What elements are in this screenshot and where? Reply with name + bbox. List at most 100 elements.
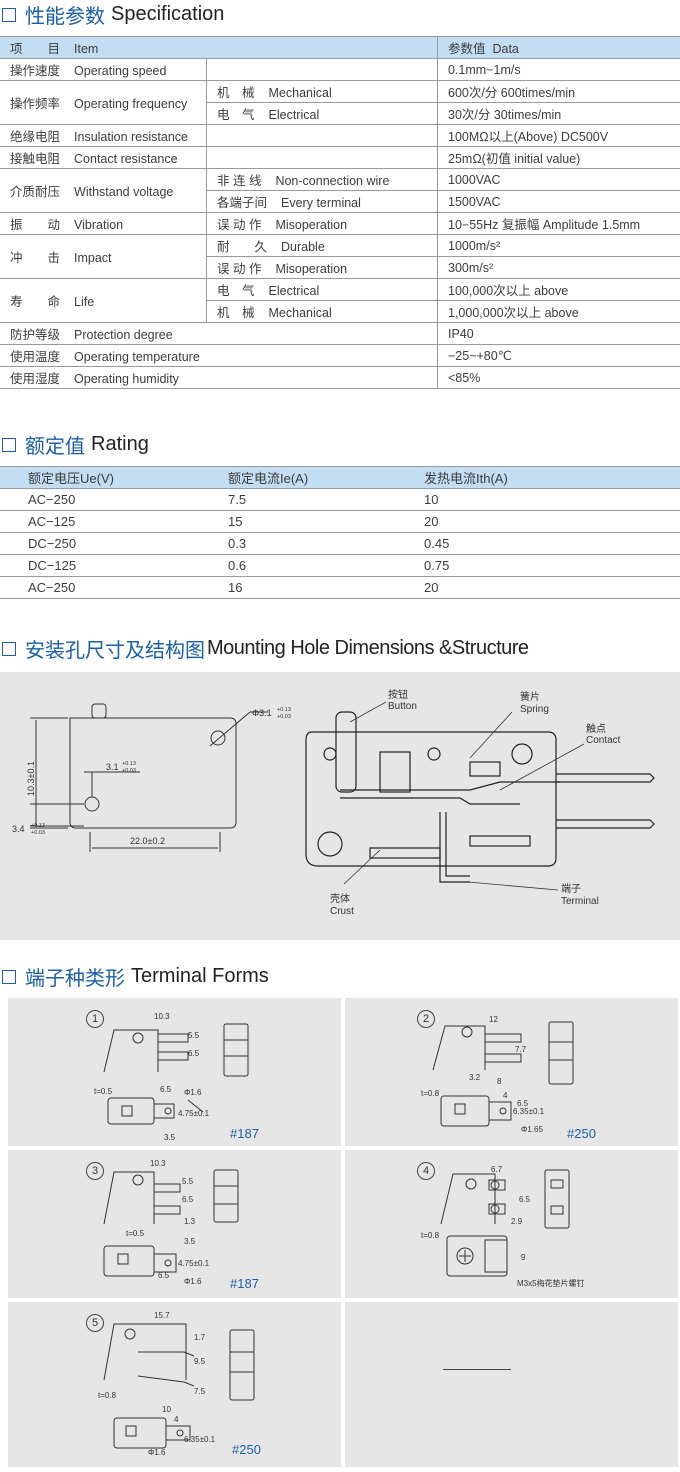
- rating-cell: 15: [200, 511, 396, 533]
- rating-cell: 0.45: [396, 533, 680, 555]
- dim: t=0.8: [98, 1391, 117, 1400]
- terminal-form-1: 1 10.3 5.5 6.5 t=0.5 6.5 Φ1.6 4.75±0.1 3…: [8, 998, 341, 1146]
- mounting-drawing: Φ3.1 +0.13 +0.03 3.1 +0.13 +0.03 3.4 +0.…: [0, 672, 680, 940]
- row-label-en: Protection degree: [74, 328, 173, 342]
- terminal-form-2: 2 12 7.7 t=0.8 3.2 8 4 6.5 6.35±0.1 Φ1.6…: [345, 998, 678, 1146]
- mounting-section-title: 安装孔尺寸及结构图 Mounting Hole Dimensions &Stru…: [2, 634, 529, 663]
- header-item-cn: 项 目: [10, 42, 60, 56]
- row-sub-cn: 机 械: [217, 86, 255, 100]
- label-terminal-en: Terminal: [561, 896, 599, 907]
- dim: 10: [162, 1405, 171, 1414]
- form-number: 1: [86, 1010, 104, 1028]
- terminal-title-en: Terminal Forms: [131, 965, 269, 988]
- dim: 4.75±0.1: [178, 1109, 210, 1118]
- screw-note: M3x5梅花垫片螺钉: [517, 1278, 585, 1288]
- form-drawing: 10.3 5.5 6.5 t=0.5 6.5 Φ1.6 4.75±0.1 3.5: [8, 998, 341, 1146]
- rating-title-cn: 额定值: [25, 430, 85, 459]
- row-sub-cn: 误 动 作: [217, 218, 261, 232]
- dim: Φ1.6: [184, 1088, 202, 1097]
- row-label-cn: 操作速度: [10, 64, 60, 78]
- row-value: 30次/分 30times/min: [438, 103, 680, 125]
- row-value: <85%: [438, 367, 680, 389]
- row-label-en: Withstand voltage: [74, 185, 173, 199]
- dim: 4: [174, 1415, 179, 1424]
- rating-cell: 10: [396, 489, 680, 511]
- dim: t=0.5: [94, 1087, 113, 1096]
- row-value: 1,000,000次以上 above: [438, 301, 680, 323]
- dim: 3.5: [184, 1237, 196, 1246]
- dim: 3.5: [164, 1133, 176, 1142]
- dim-hole-h: 3.1: [106, 762, 119, 772]
- dim: 15.7: [154, 1311, 170, 1320]
- row-label-en: Vibration: [74, 218, 123, 232]
- dim: 10.3: [150, 1159, 166, 1168]
- form-number: 3: [86, 1162, 104, 1180]
- dim: 9: [521, 1253, 526, 1262]
- rating-cell: AC−125: [0, 511, 200, 533]
- label-crust-en: Crust: [330, 906, 354, 917]
- dim: 6.7: [491, 1165, 503, 1174]
- label-terminal-cn: 端子: [561, 882, 581, 895]
- row-value: 100,000次以上 above: [438, 279, 680, 301]
- row-sub-cn: 误 动 作: [217, 262, 261, 276]
- dim: Φ1.6: [148, 1448, 166, 1457]
- row-value: 10−55Hz 复振幅 Amplitude 1.5mm: [438, 213, 680, 235]
- header-item-en: Item: [74, 42, 98, 56]
- dim-hole-v: 3.4: [12, 824, 25, 834]
- dim-height: 10.3±0.1: [26, 761, 36, 796]
- dim: 1.3: [184, 1217, 196, 1226]
- terminal-tag: #250: [232, 1442, 261, 1457]
- row-label-en: Operating temperature: [74, 350, 200, 364]
- row-label-cn: 操作频率: [10, 97, 60, 111]
- dim: 6.5: [182, 1195, 194, 1204]
- dim: 8: [497, 1077, 502, 1086]
- spec-title-cn: 性能参数: [25, 0, 105, 29]
- terminal-tag: #187: [230, 1126, 259, 1141]
- row-sub-cn: 耐 久: [217, 240, 267, 254]
- form-number: 2: [417, 1010, 435, 1028]
- dim: 9.5: [194, 1357, 206, 1366]
- label-spring-cn: 簧片: [520, 690, 540, 703]
- rating-cell: AC−250: [0, 577, 200, 599]
- rating-header-current: 额定电流Ie(A): [200, 467, 396, 489]
- dim-hole-dia: Φ3.1: [252, 708, 272, 718]
- checkbox-square-icon: [2, 8, 16, 22]
- row-label-cn: 冲 击: [10, 251, 60, 265]
- row-value: 600次/分 600times/min: [438, 81, 680, 103]
- row-sub-en: Misoperation: [275, 218, 347, 232]
- terminal-tag: #187: [230, 1276, 259, 1291]
- label-button-cn: 按钮: [388, 688, 408, 701]
- checkbox-square-icon: [2, 642, 16, 656]
- row-sub-en: Every terminal: [281, 196, 361, 210]
- row-label-cn: 接触电阻: [10, 152, 60, 166]
- rating-cell: 20: [396, 511, 680, 533]
- rating-cell: 7.5: [200, 489, 396, 511]
- terminal-form-4: 4 6.7 6.5 2.9 t=0.8 9 M3x5梅花垫片螺钉: [345, 1150, 678, 1298]
- dim: Φ1.65: [521, 1125, 544, 1134]
- row-sub-en: Durable: [281, 240, 325, 254]
- dim: 5.5: [182, 1177, 194, 1186]
- header-data-en: Data: [492, 42, 518, 56]
- dim: 7.7: [515, 1045, 527, 1054]
- rating-cell: 0.75: [396, 555, 680, 577]
- dim: 6.5: [158, 1271, 170, 1280]
- svg-text:+0.13: +0.13: [122, 761, 136, 767]
- row-label-en: Impact: [74, 251, 112, 265]
- dim: 4: [503, 1091, 508, 1100]
- row-label-cn: 使用温度: [10, 350, 60, 364]
- row-label-en: Operating frequency: [74, 97, 187, 111]
- dim: 10.3: [154, 1012, 170, 1021]
- divider: [443, 1369, 511, 1370]
- row-label-en: Insulation resistance: [74, 130, 188, 144]
- row-sub-en: Electrical: [269, 108, 320, 122]
- svg-text:+0.03: +0.03: [31, 830, 45, 836]
